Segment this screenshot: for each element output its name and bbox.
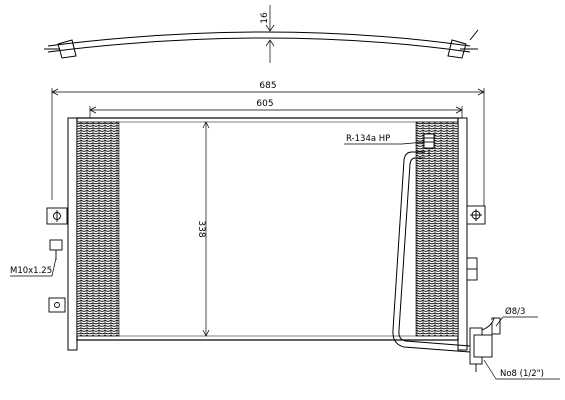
core-width-dimension-lines [89,106,463,120]
fitting-icon [469,317,501,372]
top-profile-view [44,5,479,63]
fitting-label: No8 (1/2") [500,369,544,379]
fin-block-left [76,121,120,337]
thread-label: M10x1.25 [10,266,52,276]
fin-block-right [415,121,459,337]
pipe-diameter-label: Ø8/3 [505,306,525,317]
core-height-dimension-lines [202,121,210,337]
overall-width-dimension-lines [51,88,485,215]
thickness-dimension: 16 [260,12,270,24]
right-bracket [466,205,486,281]
bracket-icon [46,207,68,313]
overall-width-dimension: 685 [259,81,276,91]
refrigerant-label: R-134a HP [346,134,390,144]
valve-icon [423,133,435,156]
leader-lines [10,141,560,380]
core-height-dimension: 338 [196,220,206,237]
core-width-dimension: 605 [256,99,273,109]
refrigerant-pipe [392,151,471,353]
